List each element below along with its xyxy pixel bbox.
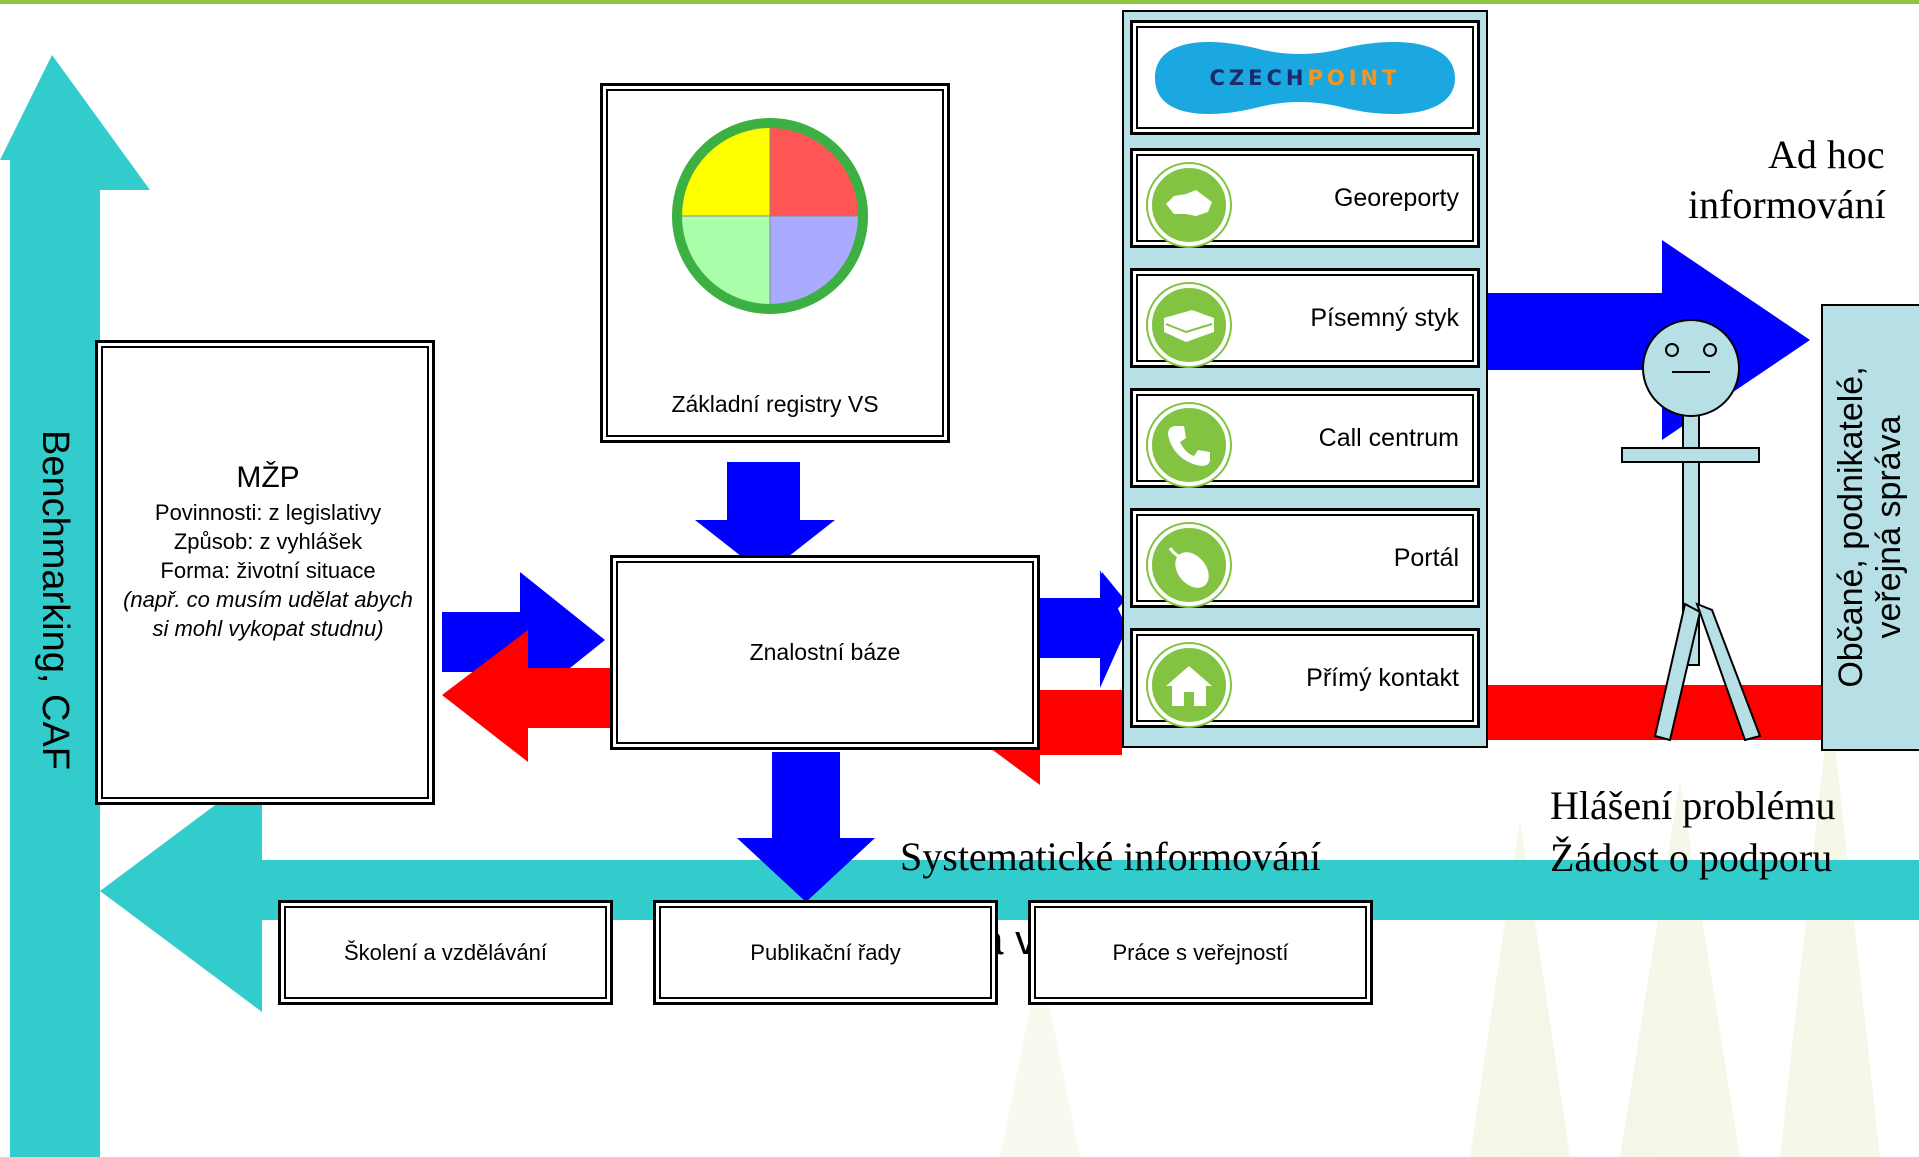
citizen-face	[1665, 343, 1717, 373]
citizens-label-1: Občané, podnikatelé,	[1832, 366, 1870, 688]
channel-label-portal: Portál	[1393, 543, 1459, 572]
knowledge-base-box: Znalostní báze	[610, 555, 1040, 750]
output-label-prace: Práce s veřejností	[1112, 939, 1289, 965]
top-accent-line	[0, 0, 1919, 4]
kb-to-channels-arrow-body	[1040, 570, 1127, 688]
channel-georeporty[interactable]: Georeporty	[1130, 148, 1480, 248]
map-icon	[1148, 164, 1230, 246]
channels-to-citizen-arrow	[1488, 240, 1810, 440]
mzp-line-1: Povinnosti: z legislativy	[154, 500, 382, 525]
knowledge-base-label: Znalostní báze	[749, 639, 901, 665]
channel-label-georeporty: Georeporty	[1333, 183, 1459, 212]
channel-portal[interactable]: Portál	[1130, 508, 1480, 608]
mzp-box: MŽP Povinnosti: z legislativy Způsob: z …	[95, 340, 435, 805]
report-line-1: Hlášení problému	[1550, 783, 1836, 828]
house-icon	[1148, 644, 1230, 726]
benchmarking-arrow	[0, 55, 150, 1157]
report-line-2: Žádost o podporu	[1550, 835, 1833, 880]
output-label-publikacni: Publikační řady	[750, 939, 901, 965]
mouse-icon	[1148, 524, 1230, 606]
registry-pie-icon	[672, 118, 868, 314]
output-box-skoleni: Školení a vzdělávání	[278, 900, 613, 1005]
mzp-text: MŽP Povinnosti: z legislativy Způsob: z …	[78, 458, 458, 643]
logo-part-2: POINT	[1307, 65, 1401, 90]
phone-icon	[1148, 404, 1230, 486]
mzp-line-3: Forma: životní situace	[160, 558, 376, 583]
feedback-arrow	[100, 770, 1919, 1012]
mzp-line-5: si mohl vykopat studnu)	[152, 616, 384, 641]
channel-label-pisemny-styk: Písemný styk	[1310, 303, 1459, 332]
citizens-label-2: veřejná správa	[1870, 415, 1908, 639]
channel-primy-kontakt[interactable]: Přímý kontakt	[1130, 628, 1480, 728]
output-box-prace: Práce s veřejností	[1028, 900, 1373, 1005]
mzp-line-4: (např. co musím udělat abych	[123, 587, 413, 612]
kb-to-mzp-arrow	[442, 630, 610, 762]
output-label-skoleni: Školení a vzdělávání	[343, 939, 548, 965]
adhoc-line-2: informování	[1688, 182, 1886, 227]
citizen-figure	[1621, 319, 1762, 742]
citizens-box	[1821, 304, 1919, 751]
citizens-label: Občané, podnikatelé, veřejná správa	[1832, 307, 1919, 747]
adhoc-line-1: Ad hoc	[1768, 132, 1885, 177]
channel-pisemny-styk[interactable]: Písemný styk	[1130, 268, 1480, 368]
registry-label: Základní registry VS	[671, 391, 879, 417]
logo-part-1: CZECH	[1209, 65, 1308, 90]
channel-label-primy-kontakt: Přímý kontakt	[1306, 663, 1459, 692]
systematic-label: Systematické informování	[900, 834, 1322, 879]
kb-to-outputs-arrow	[737, 752, 875, 902]
czechpoint-logo	[1155, 41, 1455, 115]
channel-label-call-centrum: Call centrum	[1318, 423, 1459, 452]
mzp-line-2: Způsob: z vyhlášek	[173, 529, 363, 554]
report-label: Hlášení problému Žádost o podporu	[1550, 780, 1836, 884]
book-icon	[1148, 284, 1230, 366]
benchmarking-label: Benchmarking, CAF	[34, 429, 76, 770]
adhoc-label: Ad hoc informování	[1688, 130, 1919, 230]
output-box-publikacni: Publikační řady	[653, 900, 998, 1005]
registry-to-kb-arrow	[695, 462, 835, 575]
background-watermark	[1000, 700, 1880, 1157]
channel-call-centrum[interactable]: Call centrum	[1130, 388, 1480, 488]
mzp-title: MŽP	[236, 461, 300, 494]
citizen-to-channels-arrow	[1488, 685, 1919, 740]
registry-box: Základní registry VS	[600, 83, 950, 443]
